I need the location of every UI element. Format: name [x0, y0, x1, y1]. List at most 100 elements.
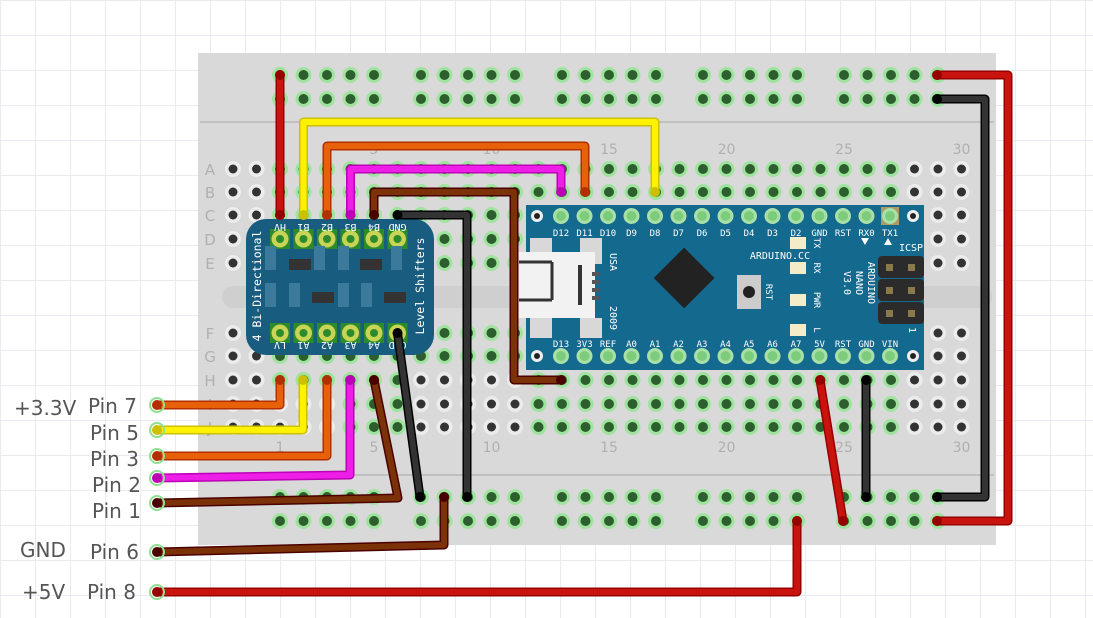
row-label-D: D	[204, 231, 216, 249]
hole-H	[698, 375, 708, 385]
hole-A	[674, 164, 685, 174]
rail-hole	[369, 70, 379, 80]
hole-B	[910, 187, 919, 197]
hole-F	[439, 328, 450, 338]
mount-hole	[910, 353, 916, 359]
arduino-bottom-pad-hole	[791, 351, 801, 361]
ls-top-pin-label: HV	[274, 221, 286, 232]
label-gnd: GND	[20, 538, 66, 562]
wire-pin3	[154, 377, 330, 459]
hole-J	[440, 422, 449, 432]
wire-pin5-end	[152, 425, 162, 435]
rail-hole	[557, 492, 567, 502]
rail-hole	[486, 516, 497, 526]
wire-b4-end	[369, 210, 379, 220]
wire-pin1	[154, 377, 401, 506]
rail-hole	[510, 70, 520, 80]
wire-b4-end	[556, 375, 566, 385]
arduino-bottom-pin-label: VIN	[882, 340, 898, 350]
wire-pin1-end	[369, 375, 379, 385]
wire-pin8	[154, 518, 800, 595]
wire-pin8-end	[152, 587, 162, 597]
arduino-top-pin-label: D2	[791, 229, 802, 239]
rail-hole	[369, 94, 379, 104]
hole-I	[533, 399, 544, 409]
wire-pin6-end	[439, 492, 449, 502]
ls-resistor	[338, 246, 349, 270]
hole-B	[886, 187, 896, 197]
microcontroller-chip	[653, 247, 715, 309]
rail-hole	[698, 492, 708, 502]
ls-pad-hole	[393, 235, 402, 243]
arduino-top-pad-hole	[556, 211, 566, 221]
wire-b3-end	[556, 187, 566, 197]
arduino-top-pad-hole	[861, 211, 872, 221]
wire-hv-end	[275, 70, 285, 80]
hole-H	[745, 375, 755, 385]
year-label: 2009	[607, 306, 618, 330]
hole-I	[839, 399, 849, 409]
hole-A	[933, 164, 943, 174]
hole-H	[957, 375, 966, 385]
arduino-top-pin-label: D12	[553, 229, 569, 239]
rail-hole	[627, 70, 638, 80]
hole-J	[839, 422, 849, 432]
hole-A	[957, 164, 966, 174]
icsp-label: ICSP	[899, 243, 923, 254]
hole-A	[815, 164, 826, 174]
rail-hole	[604, 70, 614, 80]
wire-pin5	[154, 377, 306, 433]
rail-hole	[510, 516, 520, 526]
arduino-bottom-pad-hole	[861, 351, 872, 361]
wire-gnd-arduino-end	[861, 492, 871, 502]
tx-arrow	[884, 238, 892, 245]
rail-hole	[580, 70, 591, 80]
wire-gnd-arduino-end	[861, 375, 871, 385]
wire-b4	[371, 189, 564, 383]
led-rx	[790, 262, 806, 274]
rail-hole	[345, 516, 356, 526]
ls-bottom-pin-label: A1	[297, 339, 309, 350]
ls-resistor	[391, 246, 402, 270]
hole-I	[487, 399, 496, 409]
rail-hole	[345, 94, 356, 104]
hole-E	[486, 258, 497, 268]
wire-pin1-end	[152, 498, 162, 508]
ls-resistor	[314, 246, 325, 270]
model-label: ARDUINO	[865, 262, 876, 304]
hole-F	[957, 328, 966, 338]
hole-D	[486, 234, 497, 244]
hole-H	[768, 375, 779, 385]
arduino-bottom-pin-label: A3	[697, 340, 708, 350]
ls-bottom-pin-label: A3	[344, 339, 356, 350]
arduino-top-pad-hole	[767, 211, 778, 221]
wire-gnd-top-end	[392, 210, 403, 220]
hole-A	[862, 164, 873, 174]
usb-pin	[592, 288, 600, 292]
rail-hole	[698, 94, 708, 104]
hole-H	[933, 375, 943, 385]
ls-resistor	[338, 283, 349, 307]
ls-pad-hole	[299, 235, 308, 243]
ls-pad-hole	[346, 329, 355, 337]
hole-J	[580, 422, 591, 432]
column-number-top: 20	[718, 142, 736, 158]
hole-H	[228, 375, 238, 385]
arduino-bottom-pad-hole	[603, 351, 613, 361]
led-label: L	[811, 327, 821, 332]
rail-hole	[651, 94, 661, 104]
row-label-A: A	[205, 161, 216, 179]
hole-F	[933, 328, 943, 338]
hole-C	[957, 210, 966, 220]
column-number-bottom: 30	[953, 440, 971, 456]
usb-pin	[592, 272, 600, 276]
arduino-top-pad-hole	[603, 211, 613, 221]
hole-J	[957, 422, 966, 432]
hole-I	[580, 399, 591, 409]
hole-J	[416, 422, 426, 432]
ls-pad-hole	[370, 235, 378, 243]
pin-label-3: Pin 3	[90, 447, 139, 471]
arduino-top-pin-label: D7	[673, 229, 684, 239]
arduino-bottom-pin-label: 3V3	[576, 340, 592, 350]
rail-hole	[792, 70, 802, 80]
